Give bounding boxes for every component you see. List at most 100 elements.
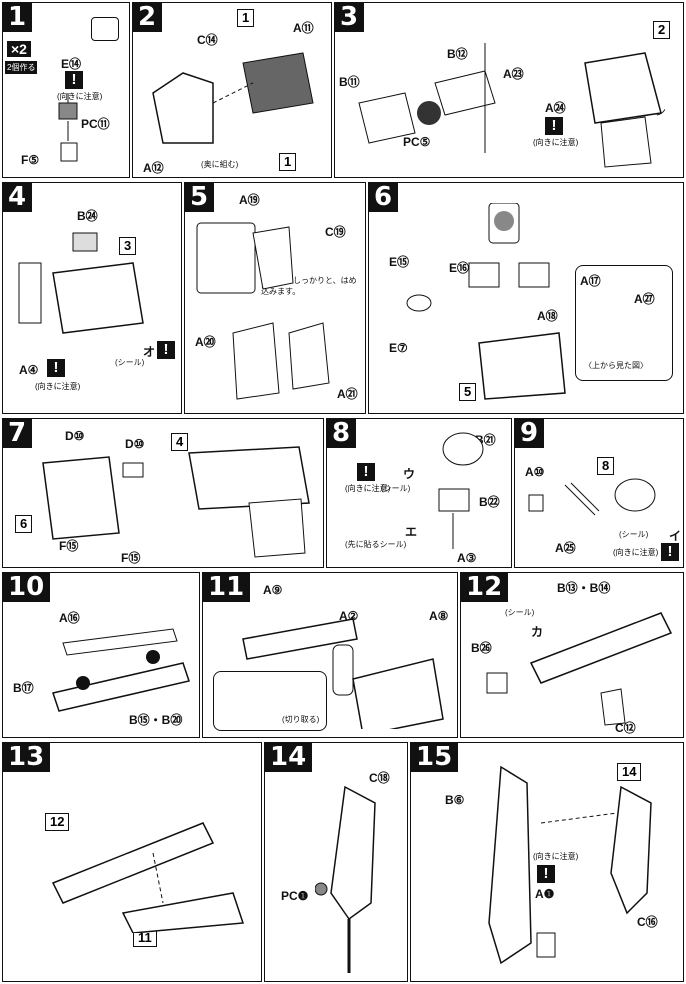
step-number: 10 (3, 573, 51, 602)
part-drawing (242, 618, 444, 729)
caution-icon: ! (537, 865, 555, 883)
part-label: C⑫ (615, 721, 636, 735)
step-12-panel: 12 B⑬・B⑭ (シール) カ B㉖ C⑫ (460, 572, 684, 738)
part-label: A⑨ (263, 583, 283, 597)
part-label: A⑩ (525, 465, 545, 479)
part-label: A❶ (535, 887, 555, 901)
step-number: 12 (461, 573, 509, 602)
step-number: 11 (203, 573, 251, 602)
detail-view-box: A⑰ A㉗ 〈上から見た図〉 (575, 265, 673, 381)
part-label: A⑰ (580, 274, 601, 288)
part-label: A⑳ (195, 335, 216, 349)
detail-view-box: (切り取る) (213, 671, 327, 731)
step-number: 2 (133, 3, 163, 32)
part-label: D⑩ (125, 437, 145, 451)
part-label: B⑫ (447, 47, 468, 61)
reference-box: 3 (119, 237, 137, 255)
caution-icon: ! (47, 359, 65, 377)
caution-note: (向きに注意) (57, 92, 103, 101)
assembly-note: (奥に組む) (201, 160, 239, 169)
quantity-note: 2個作る (5, 61, 38, 74)
part-label: B㉖ (471, 641, 492, 655)
part-label: B⑥ (445, 793, 465, 807)
step-number: 7 (3, 419, 33, 448)
step-5-panel: 5 A⑲ C⑲ ※奥までしっかりと、はめ込みます。 A⑳ A㉑ (184, 182, 366, 414)
part-label: A⑯ (59, 611, 80, 625)
part-label: A⑲ (239, 193, 260, 207)
seal-code: カ (531, 625, 544, 639)
step-number: 1 (3, 3, 33, 32)
assembly-note: ※奥までしっかりと、はめ込みます。 (261, 276, 357, 296)
step-2-panel: 2 1 C⑭ A⑪ A⑫ (奥に組む) 1 (132, 2, 332, 178)
step-number: 6 (369, 183, 399, 212)
part-label: A㉑ (337, 387, 358, 401)
reference-box: 5 (459, 383, 477, 401)
part-label: A㉕ (555, 541, 576, 555)
part-drawing (488, 765, 652, 965)
reference-box: 1 (279, 153, 297, 171)
seal-label: (シール) (381, 484, 411, 493)
caution-icon: ! (661, 543, 679, 561)
reference-box: 2 (653, 21, 671, 39)
part-label: F⑮ (59, 539, 79, 553)
step-14-panel: 14 C⑱ PC❶ (264, 742, 408, 982)
seal-label: (シール) (115, 358, 145, 367)
reference-box: 8 (597, 457, 615, 475)
caution-icon: ! (157, 341, 175, 359)
part-label: B⑬・B⑭ (557, 581, 611, 595)
part-label: B㉒ (479, 495, 500, 509)
part-drawing (152, 52, 314, 144)
part-label: E⑭ (61, 57, 82, 71)
part-drawing (358, 43, 662, 168)
part-label: B⑰ (13, 681, 34, 695)
part-label: A⑧ (429, 609, 449, 623)
step-number: 9 (515, 419, 545, 448)
reference-box: 14 (617, 763, 642, 781)
cut-note: (切り取る) (282, 715, 320, 724)
step-11-panel: 11 A⑨ A② A⑧ (切り取る) (202, 572, 458, 738)
part-label: B㉔ (77, 209, 98, 223)
seal-code: エ (405, 525, 418, 539)
step-1-panel: 1 ×2 2個作る E⑭ ! (向きに注意) PC⑪ F⑤ (2, 2, 130, 178)
step-10-panel: 10 A⑯ B⑰ B⑮・B⑳ (2, 572, 200, 738)
part-label: A⑪ (293, 21, 314, 35)
part-label: PC⑪ (81, 117, 110, 131)
part-label: PC⑤ (403, 135, 431, 149)
step-8-panel: 8 B㉑ ! ウ (向きに注意) (シール) B㉒ エ (先に貼るシール) A③ (326, 418, 512, 568)
part-drawing (42, 446, 310, 558)
view-note: 〈上から見た図〉 (584, 361, 648, 370)
part-label: C⑯ (637, 915, 658, 929)
part-label: F⑮ (121, 551, 141, 565)
quantity-badge: ×2 (7, 41, 31, 57)
caution-note: (向きに注意) (533, 852, 579, 861)
caution-note: (向きに注意) (613, 548, 659, 557)
part-label: A④ (19, 363, 39, 377)
part-label: C⑲ (325, 225, 346, 239)
seal-note: (先に貼るシール) (345, 540, 407, 549)
seal-code: イ (669, 529, 682, 543)
part-drawing (52, 628, 190, 712)
part-label: A㉓ (503, 67, 524, 81)
part-drawing (315, 785, 376, 973)
part-label: E⑯ (449, 261, 470, 275)
step-9-panel: 9 A⑩ 8 A㉕ (シール) イ (向きに注意) ! (514, 418, 684, 568)
part-label: C⑱ (369, 771, 390, 785)
part-label: PC❶ (281, 889, 309, 903)
part-label: A⑱ (537, 309, 558, 323)
reference-box: 4 (171, 433, 189, 451)
step-3-panel: 3 B⑫ B⑪ PC⑤ A㉓ A㉔ ! (向きに注意) 2 パチン (334, 2, 684, 178)
reference-box: 1 (237, 9, 255, 27)
reference-box: 6 (15, 515, 33, 533)
step-number: 15 (411, 743, 459, 772)
part-drawing (18, 232, 144, 334)
step-number: 14 (265, 743, 313, 772)
part-label: E⑦ (389, 341, 408, 355)
part-label: D⑩ (65, 429, 85, 443)
step-7-panel: 7 D⑩ D⑩ 6 F⑮ F⑮ 4 (2, 418, 324, 568)
part-drawing (528, 478, 656, 516)
reference-box: 11 (133, 929, 157, 947)
step-number: 4 (3, 183, 33, 212)
part-label: B⑮・B⑳ (129, 713, 183, 727)
caution-icon: ! (65, 71, 83, 89)
reference-box: 12 (45, 813, 70, 831)
